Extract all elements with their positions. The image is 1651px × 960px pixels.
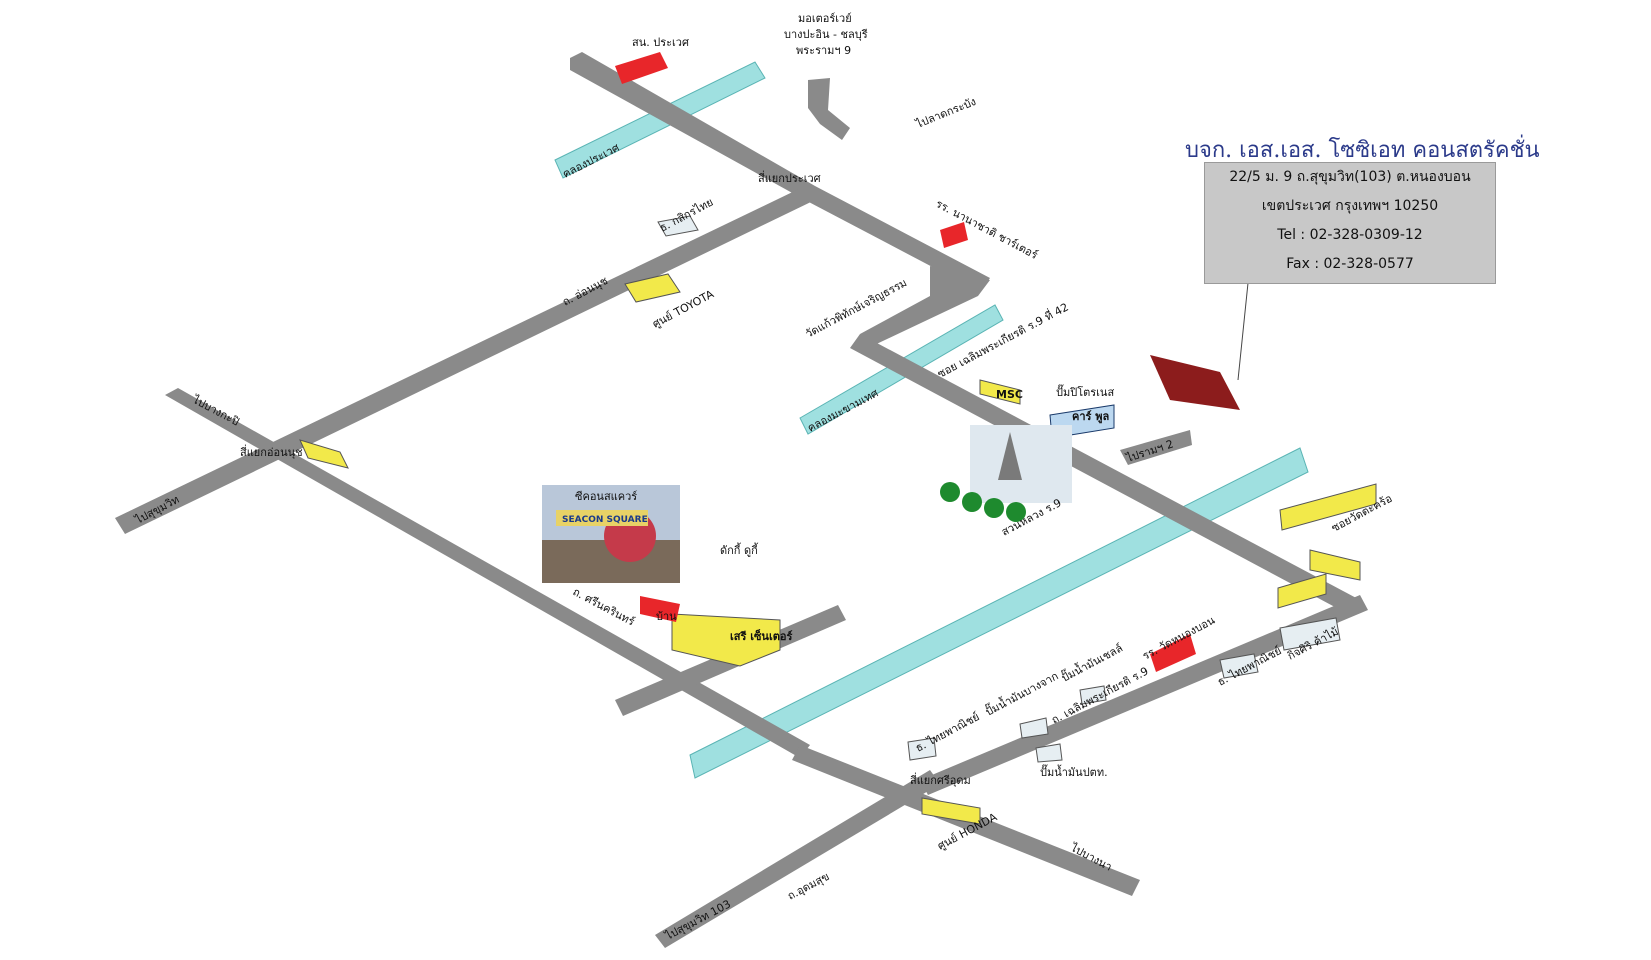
pump-ptt xyxy=(1035,743,1063,763)
roads xyxy=(115,52,1368,948)
canal-main xyxy=(689,447,1309,779)
label-srinakarin-int: สี่แยกศรีอุดม xyxy=(910,772,971,787)
label-prawet-intersection: สี่แยกประเวศ xyxy=(758,170,821,185)
pump-shell xyxy=(1079,685,1107,705)
pump-bangchak xyxy=(1019,717,1049,739)
yellow-row-2 xyxy=(1309,549,1361,581)
label-motorway-2: บางปะอิน - ชลบุรี xyxy=(784,28,868,41)
label-pump-ptt: ปั๊มน้ำมันปตท. xyxy=(1040,764,1108,779)
label-motorway-1: มอเตอร์เวย์ xyxy=(798,12,852,25)
seacon-photo xyxy=(542,485,680,583)
label-bank: บ้าน xyxy=(656,610,677,623)
yellow-row-3 xyxy=(1277,573,1327,609)
label-pump-shell: ปั๊มน้ำมันเชลล์ xyxy=(1058,640,1125,685)
label-seacon-sign: SEACON SQUARE xyxy=(562,515,648,525)
label-kikki: ดักกี้ ดูกี้ xyxy=(720,542,759,557)
label-police-station: สน. ประเวศ xyxy=(632,36,689,49)
company-name: บจก. เอส.เอส. โซซิเอท คอนสตรัคชั่น xyxy=(1185,138,1540,163)
bank-roof xyxy=(640,596,680,622)
thai-panich-r xyxy=(1219,653,1259,679)
label-seri-center: เสรี เซ็นเตอร์ xyxy=(730,629,792,643)
label-car-pool: คาร์ พูล xyxy=(1072,410,1110,424)
label-to-sukhumvit103: ไปสุขุมวิท 103 xyxy=(662,897,732,943)
label-to-lat-krabang: ไปลาดกระบัง xyxy=(913,95,978,131)
label-seacon: ซีคอนสแควร์ xyxy=(575,490,637,503)
tel: Tel : 02-328-0309-12 xyxy=(1277,227,1423,243)
fax: Fax : 02-328-0577 xyxy=(1286,256,1414,272)
school-building xyxy=(940,222,968,248)
buildings xyxy=(299,52,1377,825)
factory-building xyxy=(1150,355,1240,410)
label-on-nut-intersection: สี่แยกอ่อนนุช xyxy=(240,444,303,459)
label-udomsuk: ถ.อุดมสุข xyxy=(785,870,831,903)
wat-nong-bon-roof xyxy=(1150,634,1196,672)
leader-line xyxy=(1237,282,1249,381)
address-line2: เขตประเวศ กรุงเทพฯ 10250 xyxy=(1261,198,1439,214)
address-box: 22/5 ม. 9 ถ.สุขุมวิท(103) ต.หนองบอน เขตป… xyxy=(1204,162,1496,284)
msc-building xyxy=(979,379,1021,405)
toyota-building xyxy=(624,273,681,303)
yellow-row-1 xyxy=(1279,483,1377,531)
label-pump-petronas: ปั๊มปิโตรเนส xyxy=(1056,384,1114,399)
thai-panich-l xyxy=(907,737,937,761)
on-nut-yellow xyxy=(299,439,349,469)
kasikorn-building xyxy=(657,215,699,237)
label-msc: MSC xyxy=(996,388,1023,401)
label-thai-panich-l: ธ. ไทยพาณิชย์ xyxy=(913,710,981,755)
label-pump-bangchak: ปั๊มน้ำมันบางจาก xyxy=(982,668,1060,719)
label-motorway-3: พระรามฯ 9 xyxy=(796,44,851,57)
honda-building xyxy=(921,797,981,825)
seri-center-building xyxy=(671,613,781,667)
address-line1: 22/5 ม. 9 ถ.สุขุมวิท(103) ต.หนองบอน xyxy=(1229,169,1471,185)
kitsiri-building xyxy=(1279,617,1341,651)
police-station-roof xyxy=(615,52,668,84)
suan-luang-illustration xyxy=(940,425,1072,522)
canal-khlong-prawet xyxy=(554,61,766,179)
